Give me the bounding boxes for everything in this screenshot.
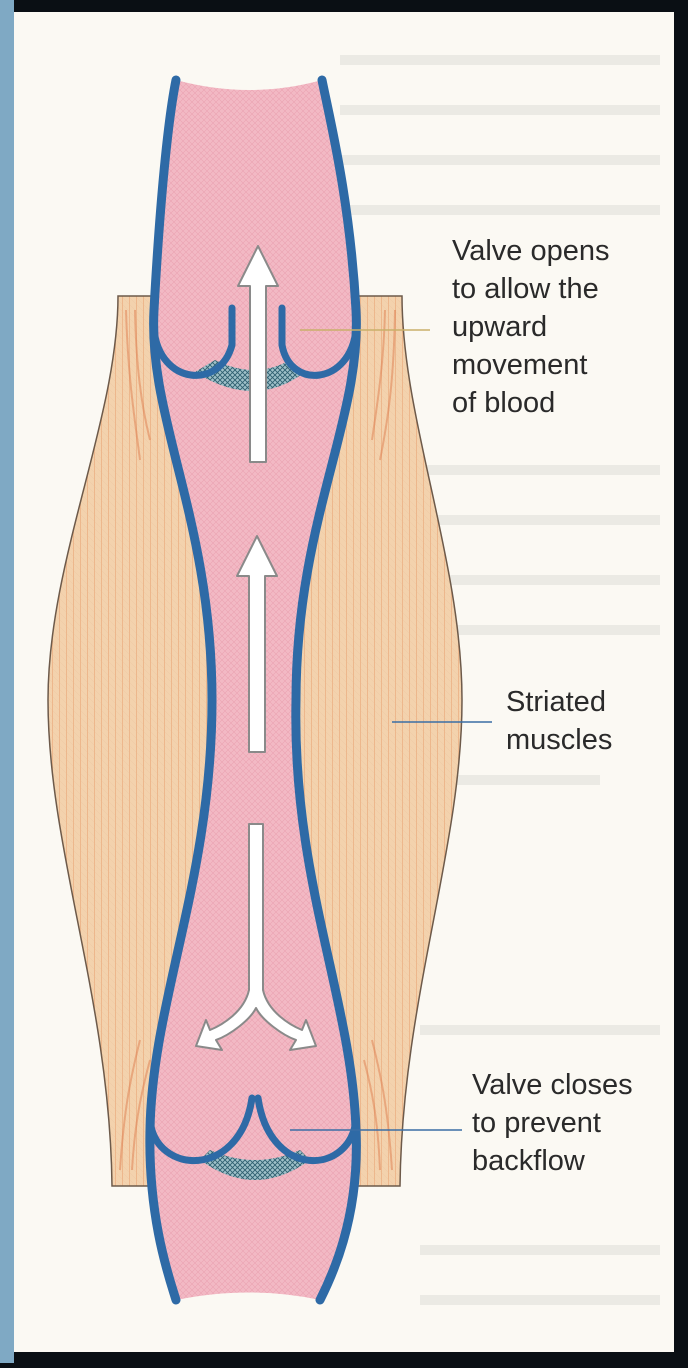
label-valve-closes: Valve closes to prevent backflow bbox=[472, 1066, 633, 1180]
label-striated-muscles: Striated muscles bbox=[506, 683, 612, 759]
label-valve-opens: Valve opens to allow the upward movement… bbox=[452, 232, 609, 422]
left-sky-strip bbox=[0, 0, 14, 1363]
